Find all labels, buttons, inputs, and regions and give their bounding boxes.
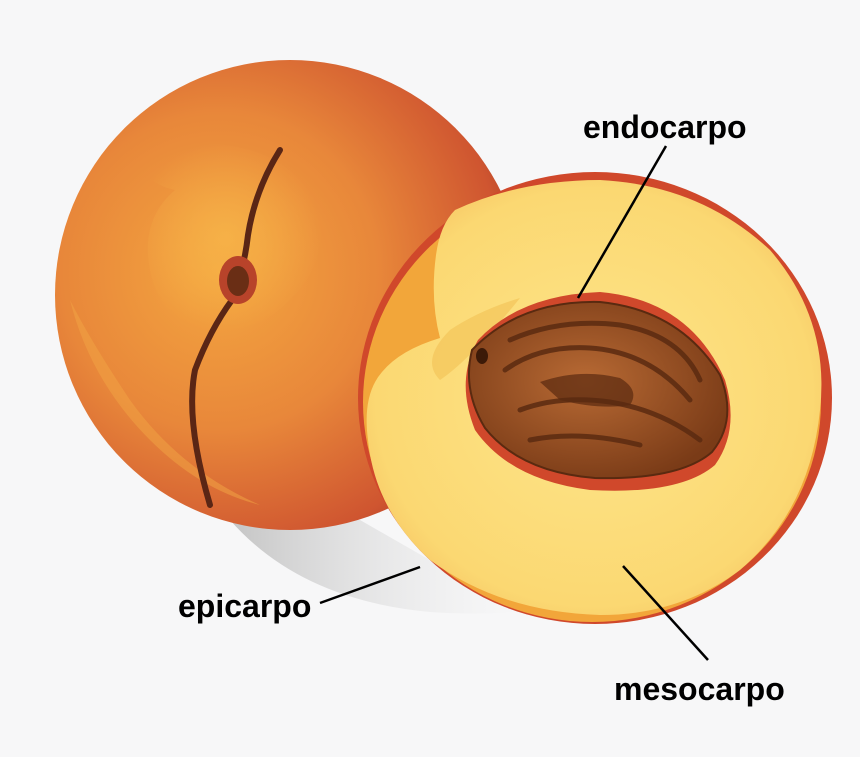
epicarp-leader-line <box>319 565 421 605</box>
endocarp-leader-line <box>576 145 668 299</box>
label-endocarp: endocarpo <box>583 109 747 145</box>
label-epicarp: epicarpo <box>178 588 311 624</box>
label-mesocarp: mesocarpo <box>614 671 785 707</box>
inner-flesh-shade <box>432 298 520 380</box>
skin-highlight <box>130 142 322 332</box>
mesocarp-leader-line <box>622 565 709 661</box>
shadow <box>230 520 520 614</box>
stone-groove <box>502 320 703 448</box>
peach-stone-icon <box>467 300 729 480</box>
